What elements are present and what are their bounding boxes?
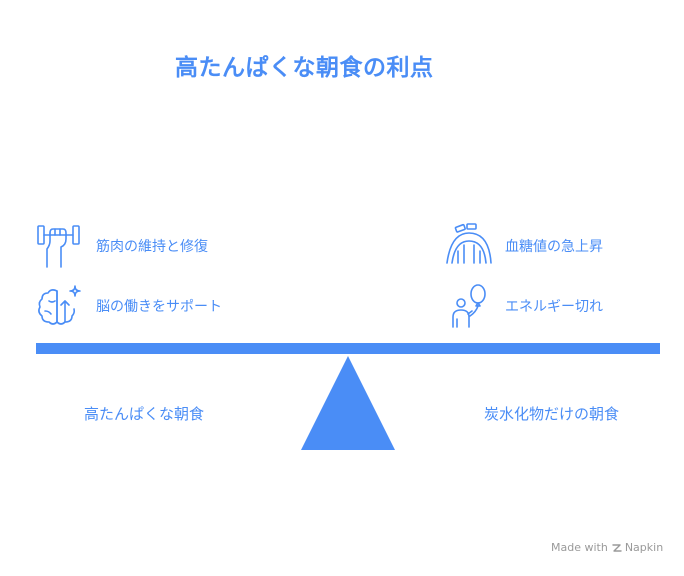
left-side-label: 高たんぱくな朝食 [84, 405, 205, 423]
brain-sparkle-icon [34, 280, 86, 332]
left-item-muscle: 筋肉の維持と修復 [34, 220, 208, 272]
napkin-logo-icon [612, 543, 622, 553]
diagram-title: 高たんぱくな朝食の利点 [175, 55, 434, 81]
left-item-label: 脳の働きをサポート [96, 299, 222, 315]
right-side-label: 炭水化物だけの朝食 [484, 405, 620, 423]
right-item-blood-sugar: 血糖値の急上昇 [443, 220, 603, 272]
napkin-credit[interactable]: Made with Napkin [551, 541, 663, 554]
seesaw-fulcrum [299, 356, 397, 456]
right-item-energy: エネルギー切れ [443, 280, 603, 332]
credit-brand: Napkin [624, 541, 664, 554]
seesaw-beam [36, 343, 660, 354]
dumbbell-hand-icon [34, 220, 86, 272]
left-item-brain: 脳の働きをサポート [34, 280, 222, 332]
roller-coaster-icon [443, 220, 495, 272]
right-item-label: エネルギー切れ [505, 299, 603, 315]
right-item-label: 血糖値の急上昇 [505, 239, 603, 255]
person-balloon-icon [443, 280, 495, 332]
left-item-label: 筋肉の維持と修復 [96, 239, 208, 255]
credit-made-with: Made with [551, 541, 608, 554]
